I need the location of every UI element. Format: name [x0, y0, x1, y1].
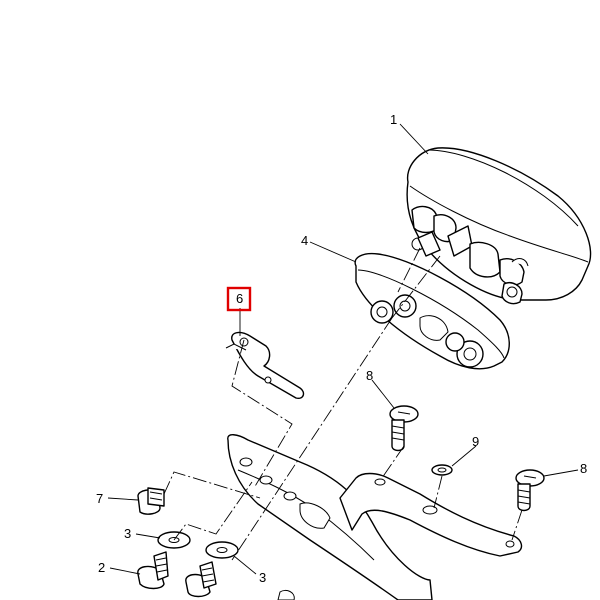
main-bracket — [227, 434, 523, 600]
part-2-screw-left — [137, 551, 169, 590]
assembly-lines — [163, 247, 523, 561]
callout-8-right: 8 — [580, 461, 587, 476]
part-2-screw-center — [185, 561, 217, 598]
callout-3-left: 3 — [124, 526, 131, 541]
callout-8-upper: 8 — [366, 368, 373, 383]
callout-4: 4 — [301, 233, 308, 248]
highlight-box — [226, 286, 252, 312]
part-1-meter-housing — [406, 147, 592, 305]
callout-2: 2 — [98, 560, 105, 575]
part-7-bolt — [137, 487, 165, 515]
part-9-washer — [431, 464, 453, 476]
callout-6: 6 — [236, 291, 243, 306]
leader-lines — [107, 123, 579, 575]
part-3-washer-center — [205, 541, 239, 559]
callout-1: 1 — [390, 112, 397, 127]
part-8-screw-right — [515, 469, 545, 512]
callout-7: 7 — [96, 491, 103, 506]
callout-3-center: 3 — [259, 570, 266, 585]
callout-9: 9 — [472, 434, 479, 449]
part-8-screw-upper — [389, 405, 419, 452]
part-4-damper-plate — [354, 252, 510, 370]
